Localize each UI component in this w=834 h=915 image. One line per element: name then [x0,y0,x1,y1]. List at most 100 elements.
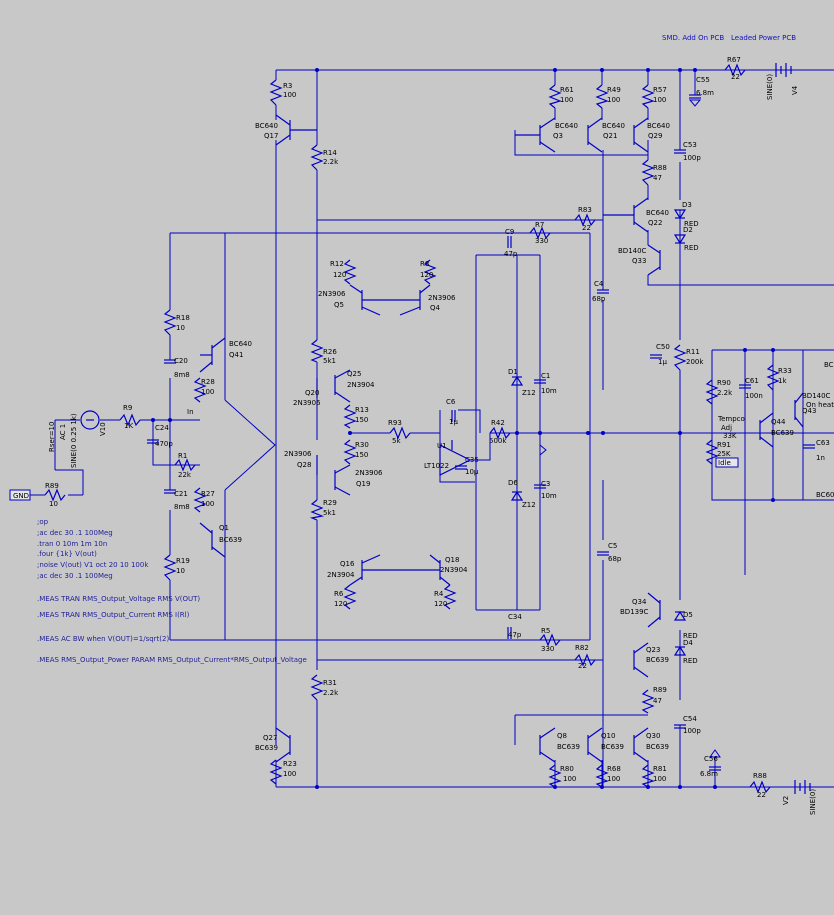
r91-value: 25K [717,450,731,458]
r27-value: 100 [201,500,214,508]
q3-name: Q3 [553,132,563,140]
r89b-value: 47 [653,697,662,705]
r88b-value: 22 [757,791,766,799]
r83-name: R83 [578,206,592,214]
r1-value: 22k [178,471,192,479]
r67-name: R67 [727,56,741,64]
r93-name: R93 [388,419,402,427]
q43-name: Q43 [802,407,816,415]
gnd-flag [9,489,31,501]
q19-name: Q19 [356,480,370,488]
c1-value: 10m [541,387,557,395]
bc-right-top: BC [824,361,834,369]
r49-name: R49 [607,86,621,94]
r90-value: 2.2k [717,389,733,397]
r18-name: R18 [176,314,190,322]
r57-name: R57 [653,86,667,94]
r91-name: R91 [717,441,731,449]
q16-model: 2N3904 [327,571,355,579]
c3-name: C3 [541,480,550,488]
c21-name: C21 [174,490,188,498]
q23-model: BC639 [646,656,669,664]
q18-name: Q18 [445,556,459,564]
d6-name: D6 [508,479,518,487]
r57-value: 100 [653,96,666,104]
opamp-u1 [439,409,491,483]
r23-value: 100 [283,770,296,778]
directive-4: ;noise V(out) V1 oct 20 10 100k [37,561,149,569]
r7-value: 330 [535,237,548,245]
directive-7: .MEAS TRAN RMS_Output_Current RMS I(Rl) [37,611,190,619]
q5-model: 2N3906 [318,290,346,298]
c4-value: 68p [592,295,606,303]
r8-value: 120 [420,271,433,279]
r18-value: 10 [176,324,185,332]
q17-model: BC640 [255,122,278,130]
r3-name: R3 [283,82,292,90]
r80-value: 100 [563,775,576,783]
r31-name: R31 [323,679,337,687]
r81-name: R81 [653,765,667,773]
r80-name: R80 [560,765,574,773]
r31-value: 2.2k [323,689,339,697]
q8-name: Q8 [557,732,567,740]
r82-name: R82 [575,644,589,652]
net-in-label: In [187,408,194,416]
v2-name: V2 [782,796,790,805]
d2-model: RED [684,244,699,252]
q19-model: 2N3906 [355,469,383,477]
directive-8: .MEAS AC BW when V(OUT)=1/sqrt(2) [37,635,169,643]
q43-model: BD140C [802,392,831,400]
idle-label: Idle [718,459,731,467]
r26-value: 5k1 [323,357,336,365]
transistor-labels: BC640 Q17 BC640 Q3 BC640 Q21 BC640 Q29 B… [219,122,831,752]
r1-name: R1 [178,452,187,460]
q41-name: Q41 [229,351,243,359]
r5-value: 330 [541,645,554,653]
c5-value: 68p [608,555,622,563]
q25-name: Q25 [347,370,361,378]
r6-name: R6 [334,590,344,598]
r14-value: 2.2k [323,158,339,166]
q21-model: BC640 [602,122,625,130]
c20-value: 8m8 [174,371,190,379]
c24-value: 470p [155,440,173,448]
r89b-name: R89 [653,686,667,694]
c20-name: C20 [174,357,188,365]
transistor-symbols [199,114,804,763]
r4-name: R4 [434,590,444,598]
r49-value: 100 [607,96,620,104]
r83-value: 22 [582,224,591,232]
c53-name: C53 [683,141,697,149]
c61-value: 100n [745,392,763,400]
q30-model: BC639 [646,743,669,751]
q1-name: Q1 [219,524,229,532]
d5-model: RED [683,632,698,640]
q17-name: Q17 [264,132,278,140]
r11-name: R11 [686,348,700,356]
c55-name: C55 [696,76,710,84]
tempco-label: Tempco [717,415,745,423]
directive-0: ;op [37,518,49,526]
q27-name: Q27 [263,734,277,742]
junctions [151,68,775,789]
u1-name: U1 [437,442,447,450]
r7-name: R7 [535,221,544,229]
q33-name: Q33 [632,257,646,265]
r6-value: 120 [334,600,347,608]
c35-value: 10μ [465,468,479,476]
d6-model: Z12 [522,501,536,509]
d1-model: Z12 [522,389,536,397]
resistor-symbols [44,63,780,794]
c56-value: 6.8m [700,770,718,778]
d1-name: D1 [508,368,518,376]
q28-name: Q28 [297,461,311,469]
r89-value: 10 [49,500,58,508]
spice-directives: ;op ;ac dec 30 .1 100Meg .tran 0 10m 1m … [37,518,307,664]
r9-name: R9 [123,404,132,412]
c50-name: C50 [656,343,670,351]
v10-value: SINE(0 0.25 1k) [70,413,78,468]
q20-model: 2N3906 [293,399,321,407]
q5-name: Q5 [334,301,344,309]
capacitor-symbols [147,94,815,771]
